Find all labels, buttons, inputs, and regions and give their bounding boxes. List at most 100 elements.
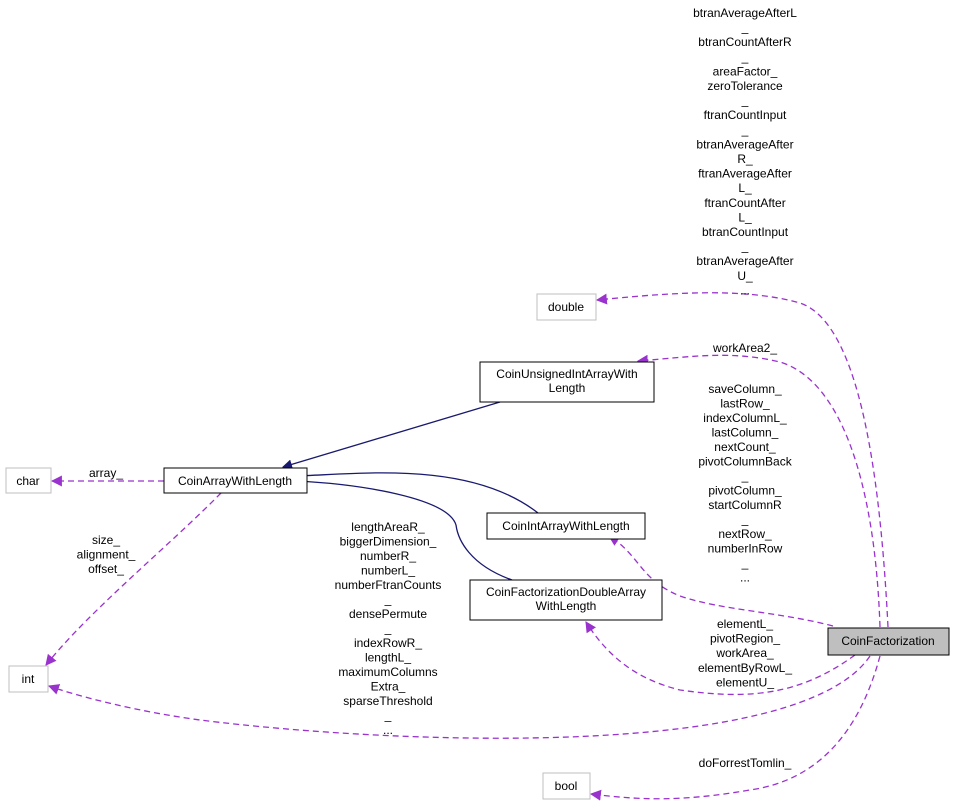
edge-unsigned-to-array [282, 401, 501, 470]
label-line: ftranCountAfter [704, 196, 785, 210]
node-int-label: int [22, 672, 35, 686]
label-line: btranCountAfterR [698, 35, 792, 49]
node-double-label: double [548, 300, 584, 314]
node-bool[interactable]: bool [542, 772, 591, 800]
label-line: elementByRowL_ [698, 661, 792, 675]
node-coin-int-array-label: CoinIntArrayWithLength [502, 519, 629, 533]
node-coin-int-array-with-length[interactable]: CoinIntArrayWithLength [486, 512, 646, 540]
label-line: numberR_ [360, 549, 416, 563]
label-line: workArea2_ [712, 341, 777, 355]
node-coin-factorization[interactable]: CoinFactorization [827, 627, 950, 656]
label-line: Extra_ [371, 680, 406, 694]
label-line: pivotColumnBack [698, 455, 792, 469]
label-line: Length [549, 381, 586, 395]
label-line: _ [741, 50, 749, 64]
label-line: CoinFactorizationDoubleArray [486, 585, 646, 599]
label-line: ftranAverageAfter [698, 167, 792, 181]
label-line: btranCountInput [702, 225, 789, 239]
label-line: maximumColumns [338, 665, 437, 679]
node-char[interactable]: char [5, 467, 52, 494]
label-line: doForrestTomlin_ [699, 756, 792, 770]
edge-factorization-to-int [47, 655, 871, 739]
node-int[interactable]: int [8, 665, 49, 693]
label-line: indexRowR_ [354, 636, 422, 650]
label-line: sparseThreshold [343, 694, 432, 708]
label-line: biggerDimension_ [340, 535, 437, 549]
label-line: numberL_ [361, 564, 415, 578]
label-line: alignment_ [77, 548, 136, 562]
label-line: L_ [738, 210, 752, 224]
label-line: _ [741, 469, 749, 483]
edge-factorization-to-double [595, 292, 889, 628]
node-bool-label: bool [555, 779, 578, 793]
label-to-doublearray: elementL_pivotRegion_workArea_elementByR… [698, 617, 792, 689]
label-line: nextRow_ [718, 527, 772, 541]
label-line: R_ [737, 152, 753, 166]
label-line: zeroTolerance [707, 79, 783, 93]
label-line: _ [384, 622, 392, 636]
label-line: numberInRow [708, 542, 783, 556]
label-line: ... [383, 723, 393, 737]
label-line: WithLength [536, 599, 597, 613]
label-line: ... [740, 571, 750, 585]
label-line: areaFactor_ [713, 64, 778, 78]
label-to-intarray: saveColumn_lastRow_indexColumnL_lastColu… [698, 382, 792, 585]
label-line: lengthL_ [365, 651, 411, 665]
label-line: array_ [89, 466, 123, 480]
label-line: btranAverageAfter [696, 137, 793, 151]
label-line: size_ [92, 533, 120, 547]
label-line: _ [741, 123, 749, 137]
inheritance-edges [282, 401, 539, 581]
edge-factorization-to-intarray [608, 535, 834, 627]
label-array-to-int: size_alignment_offset_ [77, 533, 136, 576]
label-line: lengthAreaR_ [351, 520, 425, 534]
label-line: _ [741, 513, 749, 527]
edge-factorization-to-bool [589, 655, 881, 801]
label-line: _ [384, 709, 392, 723]
label-line: btranAverageAfter [696, 254, 793, 268]
label-line: lastRow_ [720, 397, 770, 411]
node-coin-array-with-length-label: CoinArrayWithLength [178, 474, 292, 488]
label-line: workArea_ [715, 646, 774, 660]
edge-labels: btranAverageAfterL_btranCountAfterR_area… [77, 6, 798, 770]
label-to-int: lengthAreaR_biggerDimension_numberR_numb… [335, 520, 442, 737]
edge-doublearray-to-array [295, 476, 513, 581]
label-line: btranAverageAfterL [693, 6, 797, 20]
label-line: _ [741, 240, 749, 254]
label-line: U_ [737, 269, 753, 283]
label-line: _ [384, 593, 392, 607]
node-coin-factorization-label: CoinFactorization [841, 634, 934, 648]
label-line: indexColumnL_ [703, 411, 787, 425]
node-double[interactable]: double [536, 293, 597, 321]
label-line: elementL_ [717, 617, 773, 631]
label-line: numberFtranCounts [335, 578, 442, 592]
label-line: startColumnR [708, 498, 782, 512]
node-coin-array-with-length[interactable]: CoinArrayWithLength [163, 467, 308, 494]
label-line: _ [741, 94, 749, 108]
label-line: nextCount_ [714, 440, 776, 454]
label-line: densePermute [349, 607, 427, 621]
label-line: offset_ [88, 562, 124, 576]
edge-array-to-int [45, 492, 222, 666]
label-line: pivotColumn_ [708, 484, 782, 498]
node-char-label: char [16, 474, 39, 488]
label-line: ... [740, 283, 750, 297]
label-line: CoinUnsignedIntArrayWith [496, 367, 637, 381]
label-line: pivotRegion_ [710, 632, 780, 646]
edge-intarray-to-array [295, 470, 539, 514]
label-line: L_ [738, 181, 752, 195]
label-line: saveColumn_ [708, 382, 782, 396]
usage-edges [45, 292, 889, 801]
label-line: lastColumn_ [712, 426, 779, 440]
label-to-unsigned: workArea2_ [712, 341, 777, 355]
edge-factorization-to-unsigned [636, 354, 881, 628]
label-line: _ [741, 21, 749, 35]
label-to-bool: doForrestTomlin_ [699, 756, 792, 770]
label-to-double: btranAverageAfterL_btranCountAfterR_area… [693, 6, 797, 297]
label-line: ftranCountInput [704, 108, 787, 122]
